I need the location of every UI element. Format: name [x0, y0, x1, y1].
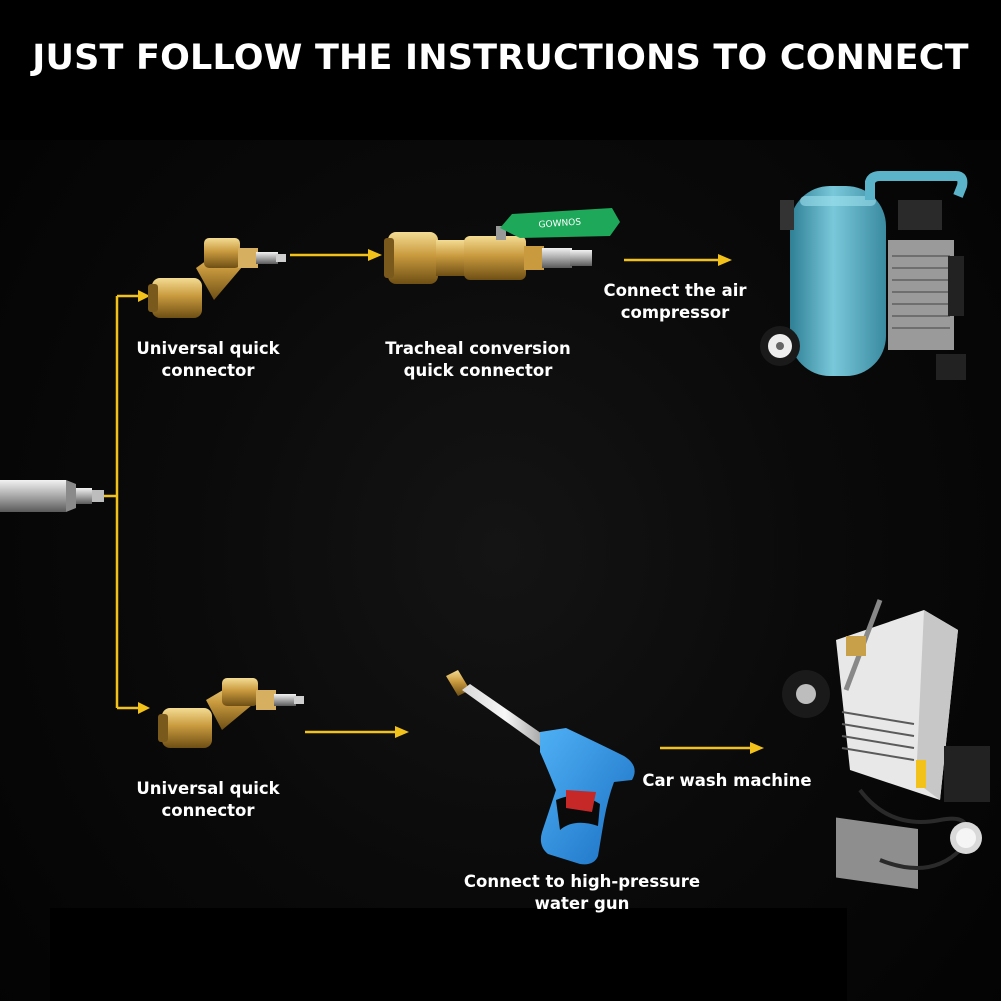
wand-icon — [0, 480, 104, 512]
label-water-gun: Connect to high-pressure water gun — [463, 872, 701, 913]
label-universal-connector-top: Universal quick connector — [136, 339, 280, 380]
footer-band — [50, 908, 847, 1001]
header-band — [0, 0, 1001, 140]
arrowhead-gun — [395, 726, 409, 738]
label-universal-connector-bottom: Universal quick connector — [136, 779, 280, 820]
label-car-wash-machine: Car wash machine — [642, 771, 812, 790]
water-gun-icon — [446, 670, 635, 865]
tracheal-connector-icon: GOWNOS — [384, 208, 620, 284]
air-compressor-icon — [760, 171, 968, 380]
label-air-compressor: Connect the air compressor — [603, 281, 747, 322]
label-tracheal-connector: Tracheal conversion quick connector — [385, 339, 571, 380]
arrowhead-tracheal — [368, 249, 382, 261]
universal-connector-top-icon — [148, 238, 286, 318]
connector-lines — [104, 249, 764, 754]
page-title: JUST FOLLOW THE INSTRUCTIONS TO CONNECT — [32, 38, 969, 78]
arrowhead-bottom-connector — [138, 702, 150, 714]
arrowhead-top-connector — [138, 290, 150, 302]
arrowhead-compressor — [718, 254, 732, 266]
car-wash-machine-icon — [782, 599, 990, 890]
arrowhead-car-wash — [750, 742, 764, 754]
valve-handle-text: GOWNOS — [538, 218, 581, 231]
universal-connector-bottom-icon — [158, 678, 304, 748]
